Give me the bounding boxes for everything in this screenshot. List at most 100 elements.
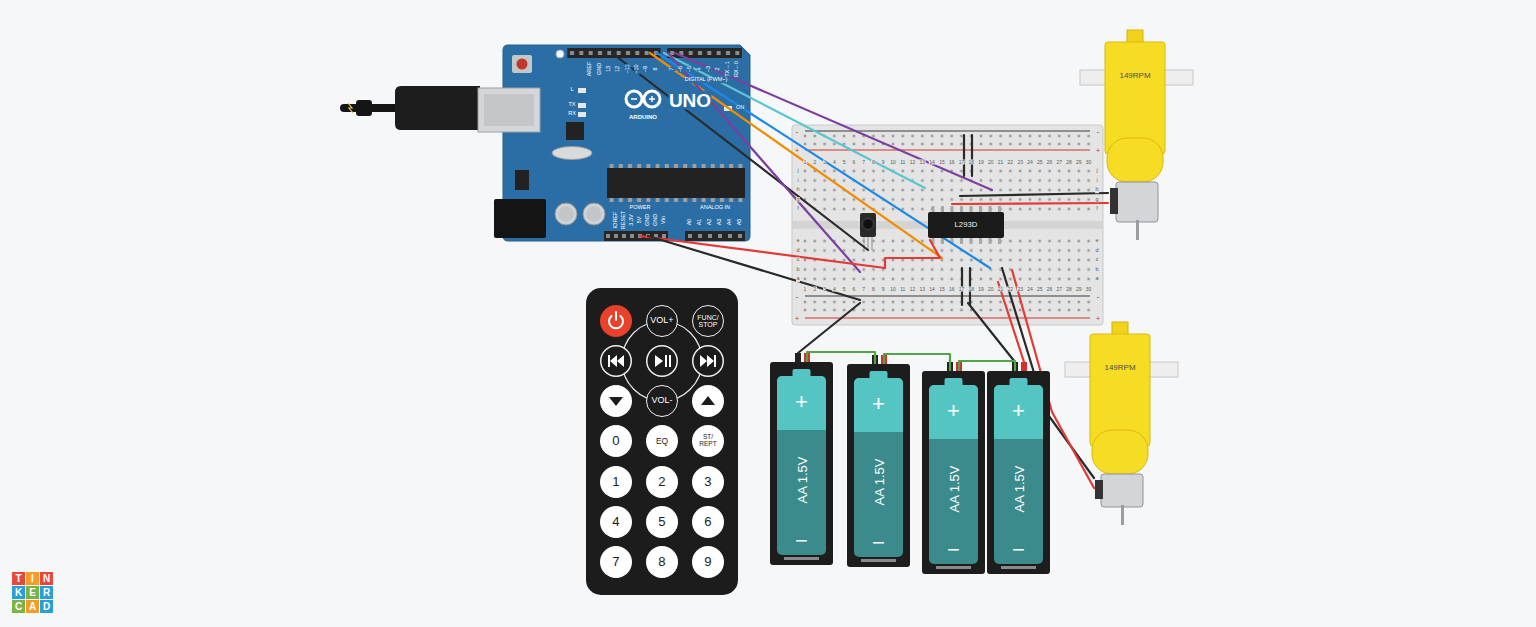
column-number: 10	[890, 160, 897, 165]
column-number: 2	[813, 287, 817, 292]
column-number: 8	[872, 287, 876, 292]
pin-label: 5V	[637, 216, 643, 224]
motor-body	[1116, 182, 1158, 222]
column-number: 18	[968, 287, 975, 292]
motor-body	[1101, 474, 1143, 507]
column-number: 20	[988, 160, 995, 165]
logo-letter: R	[42, 588, 50, 598]
tinkercad-logo	[26, 572, 39, 585]
button-label: ST/ REPT	[692, 434, 724, 448]
column-number: 29	[1076, 287, 1083, 292]
row-letter: c	[1095, 257, 1099, 263]
arduino-board	[494, 199, 546, 238]
battery-terminal	[795, 353, 801, 362]
logo-letter: I	[31, 574, 35, 584]
row-letter: i	[1096, 178, 1098, 184]
battery-holder	[847, 364, 910, 567]
button-label: VOL-	[647, 396, 677, 405]
arduino-board	[559, 207, 574, 222]
button-label: 4	[600, 515, 632, 529]
logo-letter: D	[42, 602, 50, 612]
tinkercad-logo	[12, 586, 25, 599]
row-letter: g	[796, 197, 800, 203]
pin-label: RESET	[621, 210, 627, 229]
column-number: 12	[909, 160, 916, 165]
pin-label: ~10	[634, 64, 640, 74]
jumper-wire	[960, 193, 1108, 196]
motor-label: 149RPM	[1105, 72, 1165, 80]
motor-body	[1107, 138, 1163, 182]
tinkercad-logo	[40, 572, 53, 585]
column-number: 21	[997, 287, 1004, 292]
ir-remote	[693, 346, 724, 377]
terminal-sign: −	[872, 532, 885, 554]
ir-remote	[647, 346, 678, 377]
battery-holder	[861, 559, 896, 562]
logo-letter: C	[14, 602, 22, 612]
remote-button: 6	[692, 506, 724, 538]
arduino-board	[556, 50, 564, 58]
pin-label: ~6	[678, 65, 684, 72]
arduino-board	[512, 55, 532, 73]
battery-holder	[770, 362, 833, 565]
column-number: 14	[929, 287, 936, 292]
column-number: 26	[1046, 287, 1053, 292]
arduino-board	[517, 59, 528, 70]
header-title: DIGITAL (PWM~)	[684, 77, 728, 83]
motor-body	[1065, 322, 1178, 527]
button-label: 7	[600, 555, 632, 569]
row-letter: e	[796, 238, 800, 244]
jumper-wire	[952, 203, 1108, 204]
button-label: 2	[646, 475, 678, 489]
pin-label: 2	[715, 67, 721, 71]
column-number: 20	[988, 287, 995, 292]
ir-remote	[701, 396, 715, 405]
column-number: 27	[1056, 160, 1063, 165]
column-number: 11	[900, 287, 906, 292]
column-number: 7	[862, 287, 866, 292]
ir-remote	[600, 305, 632, 337]
column-number: 8	[872, 160, 876, 165]
pin-label: Vin	[661, 216, 667, 225]
row-letter: d	[1095, 248, 1099, 254]
remote-button: VOL+	[646, 305, 678, 337]
pin-label: ~3	[706, 65, 712, 72]
terminal-sign: −	[1012, 539, 1025, 561]
rail-sign: -	[795, 293, 798, 300]
battery-holder	[987, 371, 1050, 574]
button-label: FUNC/ STOP	[693, 314, 723, 329]
usb-cable	[395, 86, 480, 130]
ir-remote	[700, 355, 716, 367]
arduino-board	[566, 122, 584, 140]
jumper-wire	[640, 236, 885, 268]
pin-label: A3	[717, 218, 723, 226]
row-letter: e	[1095, 238, 1099, 244]
tinkercad-logo	[26, 586, 39, 599]
pin-label: IOREF	[613, 211, 619, 229]
column-number: 6	[852, 160, 856, 165]
motor-body	[1095, 480, 1103, 499]
column-number: 23	[1017, 287, 1024, 292]
column-number: 13	[919, 287, 926, 292]
ic-chip: L293D	[928, 212, 1004, 238]
header-title: ANALOG IN	[700, 205, 731, 211]
breadboard	[805, 131, 1090, 132]
row-letter: a	[796, 276, 800, 282]
motor-body	[1121, 505, 1124, 525]
led-label: RX	[568, 111, 577, 117]
header-title: POWER	[629, 205, 651, 211]
column-number: 3	[823, 287, 827, 292]
pin-label: 12	[615, 65, 621, 72]
battery-label: AA 1.5V	[872, 459, 885, 506]
column-number: 28	[1066, 287, 1073, 292]
row-letter: b	[796, 267, 800, 273]
led-label: ON	[735, 105, 744, 111]
usb-cable	[344, 86, 540, 132]
pin-label: A0	[687, 218, 693, 226]
battery-holder	[922, 371, 985, 574]
button-label: 3	[692, 475, 724, 489]
battery-holder	[929, 385, 978, 564]
column-number: 30	[1085, 160, 1092, 165]
ir-remote	[609, 397, 623, 406]
